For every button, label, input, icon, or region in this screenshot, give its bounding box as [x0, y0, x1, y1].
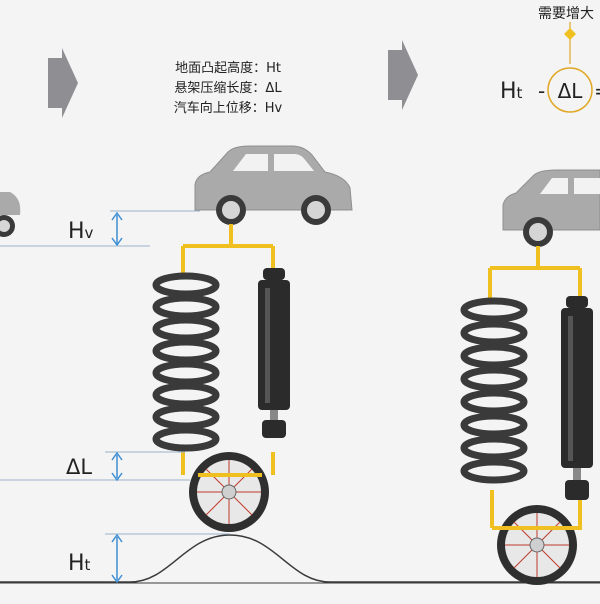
formula-note: 需要增大 — [538, 6, 594, 22]
formula-delta-l: ΔL — [558, 79, 584, 103]
wheel-icon — [492, 505, 582, 585]
caption-line-1: 地面凸起高度：Ht — [175, 60, 281, 76]
delta-l-label: ΔL — [66, 455, 92, 479]
wheel-icon — [189, 452, 269, 532]
coil-spring-icon — [152, 272, 220, 452]
step-arrow-icon — [388, 40, 418, 110]
hv-dimension: Hv — [68, 211, 123, 247]
car-icon — [502, 169, 600, 247]
left-partial-car — [0, 192, 21, 237]
center-linkage — [181, 224, 275, 475]
dimension-guides — [0, 210, 230, 535]
formula: Ht - ΔL = — [500, 67, 600, 113]
caption: 地面凸起高度：Ht 悬架压缩长度：ΔL 汽车向上位移：Hv — [174, 60, 283, 116]
car-icon — [194, 145, 353, 225]
ground-bump — [0, 534, 600, 583]
step-arrow-icon — [48, 48, 78, 118]
formula-minus: - — [538, 79, 545, 103]
shock-absorber-icon — [561, 296, 593, 500]
formula-ht: Ht — [500, 79, 523, 104]
caption-line-2: 悬架压缩长度：ΔL — [174, 80, 282, 96]
formula-equals: = — [594, 79, 600, 103]
delta-l-dimension: ΔL — [66, 451, 123, 482]
diamond-marker-icon — [564, 22, 576, 64]
right-linkage — [488, 246, 582, 528]
ht-dimension: Ht — [68, 533, 123, 584]
coil-spring-icon — [460, 297, 528, 484]
shock-absorber-icon — [258, 268, 290, 438]
ht-label: Ht — [68, 551, 91, 576]
caption-line-3: 汽车向上位移：Hv — [174, 100, 283, 116]
hv-label: Hv — [68, 219, 94, 244]
